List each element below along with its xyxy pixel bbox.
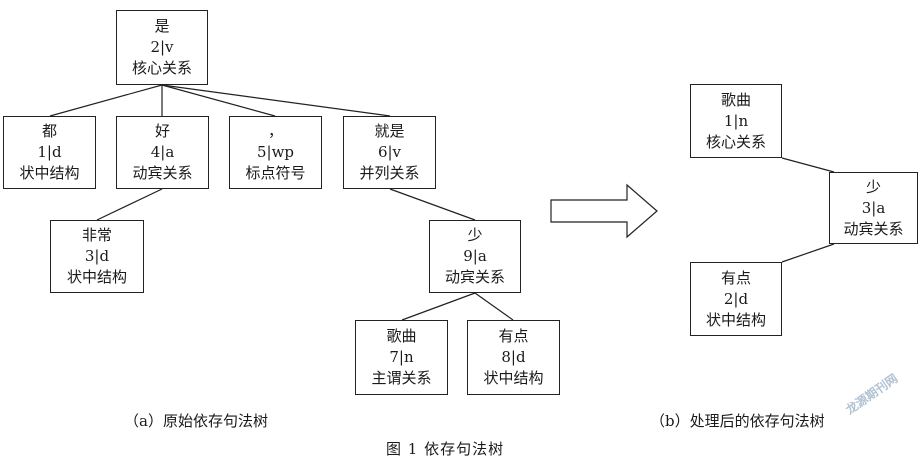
figure-title: 图 1 依存句法树 bbox=[386, 440, 505, 458]
node-relation: 标点符号 bbox=[245, 164, 306, 182]
caption-a: （a）原始依存句法树 bbox=[124, 412, 268, 430]
node-word: 少 bbox=[467, 226, 483, 244]
node-a-comma: ， 5|wp 标点符号 bbox=[229, 116, 322, 189]
node-tag: 3|d bbox=[84, 247, 110, 265]
node-a-hao: 好 4|a 动宾关系 bbox=[116, 116, 209, 189]
node-tag: 5|wp bbox=[256, 143, 295, 161]
node-relation: 状中结构 bbox=[705, 310, 766, 329]
edge-hao-feichang bbox=[96, 188, 163, 221]
node-a-jiushi: 就是 6|v 并列关系 bbox=[343, 116, 436, 189]
node-word: 少 bbox=[865, 177, 881, 196]
node-relation: 状中结构 bbox=[19, 164, 80, 182]
transform-arrow bbox=[550, 183, 658, 239]
node-word: 好 bbox=[154, 122, 170, 140]
node-word: 歌曲 bbox=[720, 90, 751, 109]
node-tag: 2|d bbox=[723, 289, 749, 308]
node-a-dou: 都 1|d 状中结构 bbox=[3, 116, 96, 189]
node-a-feichang: 非常 3|d 状中结构 bbox=[50, 220, 144, 293]
node-relation: 核心关系 bbox=[131, 59, 192, 77]
node-a-youdian: 有点 8|d 状中结构 bbox=[467, 320, 560, 395]
node-word: ， bbox=[267, 122, 283, 140]
edge-gequ-shao-b bbox=[781, 157, 835, 173]
node-relation: 状中结构 bbox=[483, 369, 544, 387]
node-a-gequ: 歌曲 7|n 主谓关系 bbox=[355, 320, 448, 395]
node-tag: 8|d bbox=[501, 348, 526, 366]
node-b-gequ: 歌曲 1|n 核心关系 bbox=[690, 84, 782, 158]
node-tag: 9|a bbox=[463, 247, 487, 265]
edge-shao-youdian-b bbox=[781, 243, 835, 263]
node-word: 有点 bbox=[498, 327, 529, 345]
node-a-root: 是 2|v 核心关系 bbox=[116, 10, 208, 85]
edge-root-jiushi bbox=[161, 84, 391, 117]
node-tag: 1|d bbox=[37, 143, 62, 161]
node-word: 非常 bbox=[81, 226, 112, 244]
node-word: 都 bbox=[41, 122, 57, 140]
edge-shao-youdian bbox=[474, 292, 514, 321]
node-relation: 状中结构 bbox=[66, 268, 127, 286]
node-tag: 1|n bbox=[723, 111, 749, 130]
node-a-shao: 少 9|a 动宾关系 bbox=[429, 220, 521, 293]
node-tag: 7|n bbox=[389, 348, 414, 366]
node-tag: 2|v bbox=[150, 38, 174, 56]
node-tag: 6|v bbox=[377, 143, 402, 161]
node-relation: 动宾关系 bbox=[444, 268, 505, 286]
node-word: 是 bbox=[154, 17, 170, 35]
node-tag: 4|a bbox=[150, 143, 175, 161]
node-relation: 动宾关系 bbox=[843, 219, 904, 238]
node-tag: 3|a bbox=[861, 198, 886, 217]
edge-root-dou bbox=[49, 84, 163, 117]
node-word: 歌曲 bbox=[386, 327, 417, 345]
node-relation: 动宾关系 bbox=[132, 164, 193, 182]
edge-root-comma bbox=[161, 84, 276, 117]
caption-b: （b）处理后的依存句法树 bbox=[650, 412, 825, 430]
node-relation: 核心关系 bbox=[705, 132, 766, 151]
edge-shao-gequ bbox=[401, 292, 476, 321]
node-b-youdian: 有点 2|d 状中结构 bbox=[690, 262, 782, 336]
node-b-shao: 少 3|a 动宾关系 bbox=[829, 172, 918, 244]
node-relation: 主谓关系 bbox=[371, 369, 432, 387]
node-word: 就是 bbox=[374, 122, 405, 140]
node-relation: 并列关系 bbox=[359, 164, 420, 182]
node-word: 有点 bbox=[720, 268, 751, 287]
edge-jiushi-shao bbox=[389, 188, 476, 221]
